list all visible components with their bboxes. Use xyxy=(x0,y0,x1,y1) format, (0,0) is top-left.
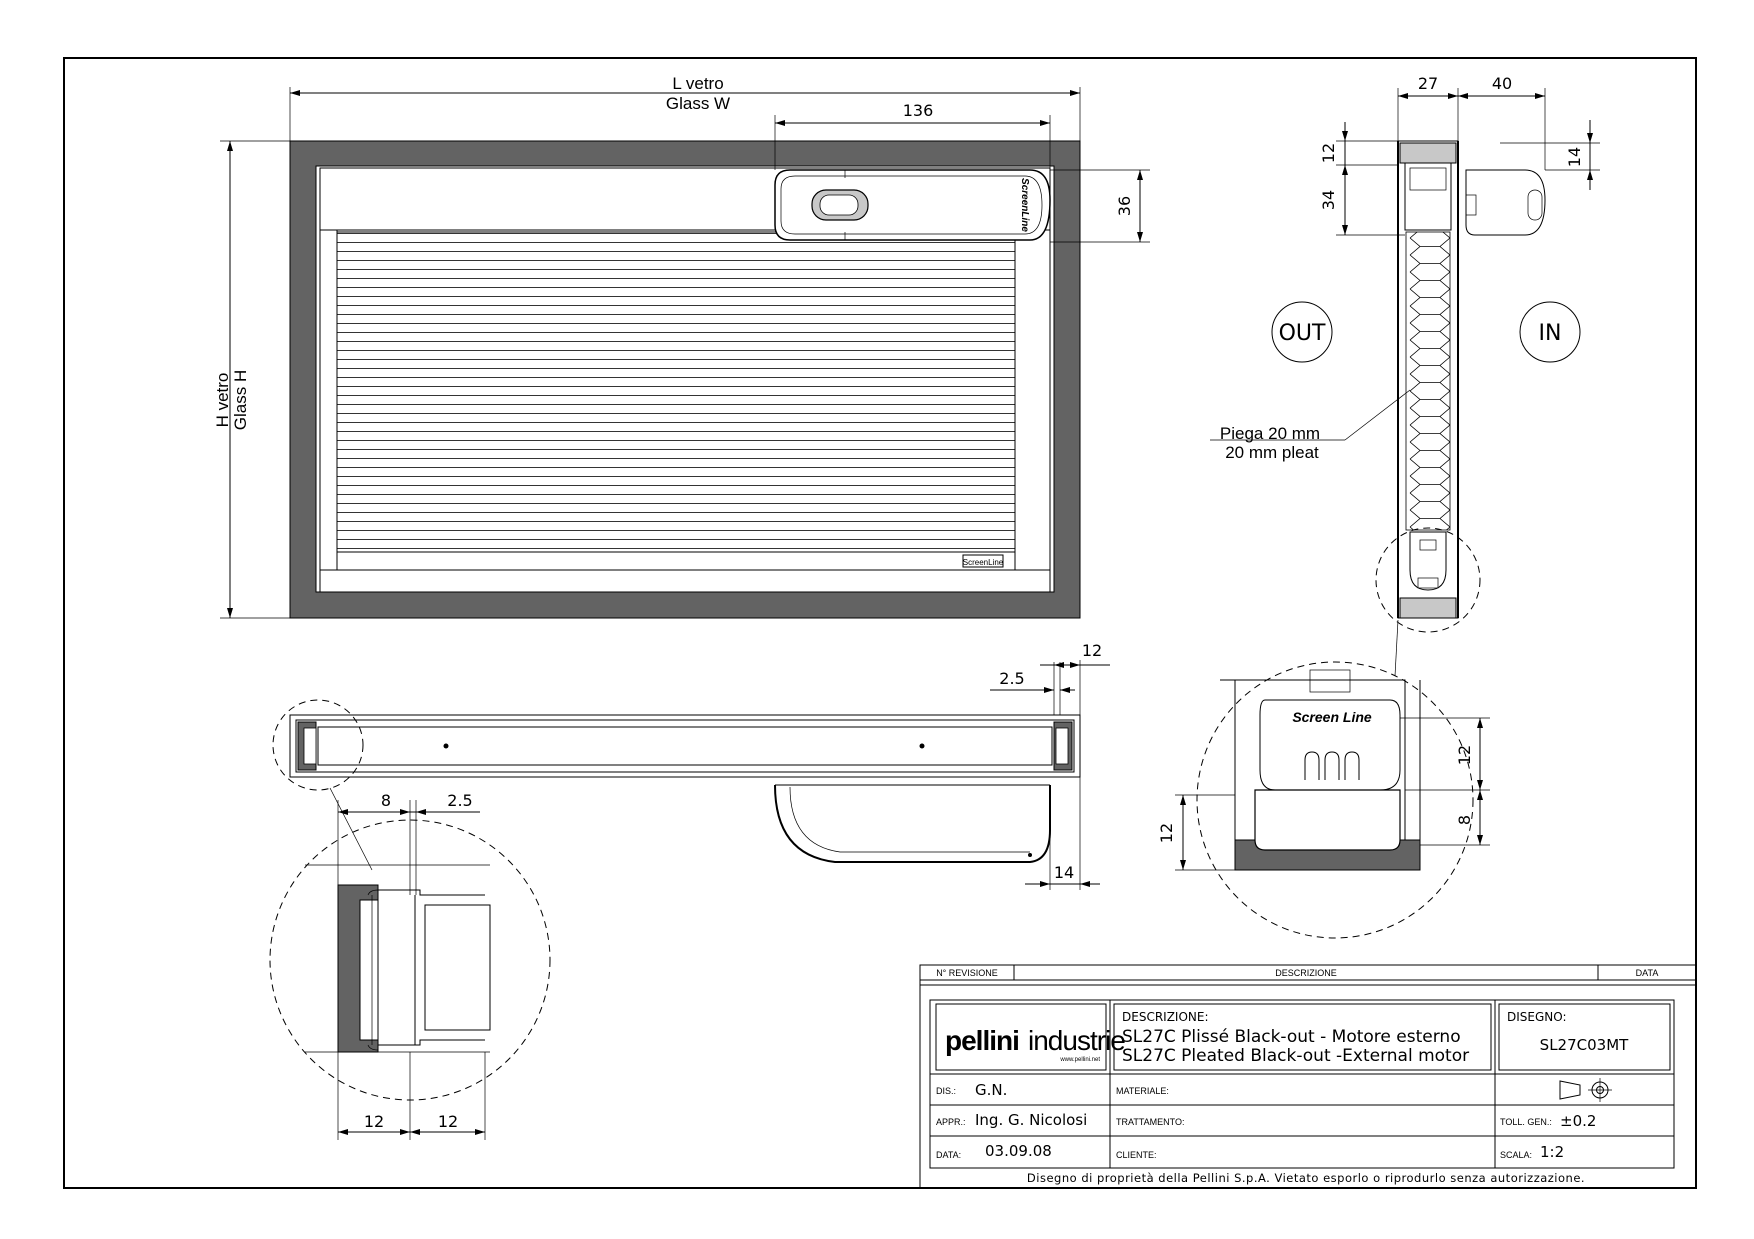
data-value: 03.09.08 xyxy=(985,1142,1052,1160)
logo-main: pellini xyxy=(945,1025,1019,1056)
glass-height-label-en: Glass H xyxy=(231,370,250,430)
dim-detail-left-12: 12 xyxy=(1157,823,1176,843)
in-label: IN xyxy=(1539,321,1562,346)
in-marker xyxy=(1519,301,1581,363)
external-motor: ScreenLine xyxy=(774,169,1051,241)
pleated-fabric xyxy=(336,231,1016,553)
projection-symbol xyxy=(1559,1078,1612,1102)
logo-url: www.pellini.net xyxy=(1059,1057,1100,1063)
company-logo xyxy=(935,1003,1107,1071)
descrizione-label: DESCRIZIONE: xyxy=(1122,1010,1209,1024)
glass-height-label-it: H vetro xyxy=(213,373,232,428)
out-label: OUT xyxy=(1279,321,1326,346)
dim-top-12: 12 xyxy=(1082,641,1102,660)
dim-detail-right-8: 8 xyxy=(1455,815,1474,825)
glass-width-label-it: L vetro xyxy=(672,74,723,93)
side-section: 27 40 12 34 14 OUT IN Piega 20 mm 20 mm … xyxy=(1210,74,1600,677)
appr-label: APPR.: xyxy=(936,1117,966,1127)
disegno-label: DISEGNO: xyxy=(1507,1010,1567,1024)
drawing-number: SL27C03MT xyxy=(1540,1036,1629,1054)
date-header: DATA xyxy=(1636,968,1659,978)
description-line-2: SL27C Pleated Black-out -External motor xyxy=(1122,1046,1469,1066)
pleat-stack xyxy=(1405,231,1451,531)
dim-detail-8: 8 xyxy=(381,791,391,810)
detail-right: Screen Line 12 8 12 xyxy=(1157,661,1490,939)
dim-side-27: 27 xyxy=(1418,74,1438,93)
dim-detail-right-12: 12 xyxy=(1455,745,1474,765)
pleat-label-en: 20 mm pleat xyxy=(1225,443,1319,462)
scala-value: 1:2 xyxy=(1540,1143,1564,1161)
appr-value: Ing. G. Nicolosi xyxy=(975,1111,1087,1129)
description-line-1: SL27C Plissé Black-out - Motore esterno xyxy=(1122,1027,1461,1047)
badge-text: ScreenLine xyxy=(963,558,1004,567)
title-block: N° REVISIONE DESCRIZIONE DATA pellini in… xyxy=(919,964,1697,1188)
description-header: DESCRIZIONE xyxy=(1275,968,1337,978)
detail-brand: Screen Line xyxy=(1292,709,1372,725)
dim-side-14: 14 xyxy=(1565,147,1584,167)
dim-side-34: 34 xyxy=(1319,190,1338,210)
dim-side-40: 40 xyxy=(1492,74,1512,93)
data-label: DATA: xyxy=(936,1150,961,1160)
dim-detail-12-b: 12 xyxy=(438,1112,458,1131)
out-marker xyxy=(1271,301,1333,363)
dim-top-2-5: 2.5 xyxy=(999,669,1024,688)
dim-detail-2-5: 2.5 xyxy=(447,791,472,810)
dim-detail-12-a: 12 xyxy=(364,1112,384,1131)
top-view: 2.5 12 14 xyxy=(272,641,1110,890)
dim-side-12: 12 xyxy=(1319,143,1338,163)
logo-sub: industrie xyxy=(1028,1025,1125,1056)
detail-left: 8 2.5 12 12 xyxy=(269,791,551,1140)
front-view: ScreenLine ScreenLine L vetro Glass W H … xyxy=(213,74,1150,619)
toll-value: ±0.2 xyxy=(1560,1112,1596,1130)
dim-motor-height: 36 xyxy=(1115,196,1134,216)
dim-top-14: 14 xyxy=(1054,863,1074,882)
revision-no-header: N° REVISIONE xyxy=(936,968,998,978)
dim-motor-width: 136 xyxy=(903,101,934,120)
dis-label: DIS.: xyxy=(936,1086,956,1096)
pleat-label-it: Piega 20 mm xyxy=(1220,424,1320,443)
trattamento-label: TRATTAMENTO: xyxy=(1116,1117,1185,1127)
scala-label: SCALA: xyxy=(1500,1150,1532,1160)
sheet-border xyxy=(63,57,1697,1189)
toll-label: TOLL. GEN.: xyxy=(1500,1117,1552,1127)
motor-brand: ScreenLine xyxy=(1019,178,1030,232)
cliente-label: CLIENTE: xyxy=(1116,1150,1157,1160)
dis-value: G.N. xyxy=(975,1081,1007,1099)
glass-width-label-en: Glass W xyxy=(666,94,730,113)
brand-badge xyxy=(962,554,1004,568)
materiale-label: MATERIALE: xyxy=(1116,1086,1169,1096)
footer-notice: Disegno di proprietà della Pellini S.p.A… xyxy=(1027,1171,1585,1185)
